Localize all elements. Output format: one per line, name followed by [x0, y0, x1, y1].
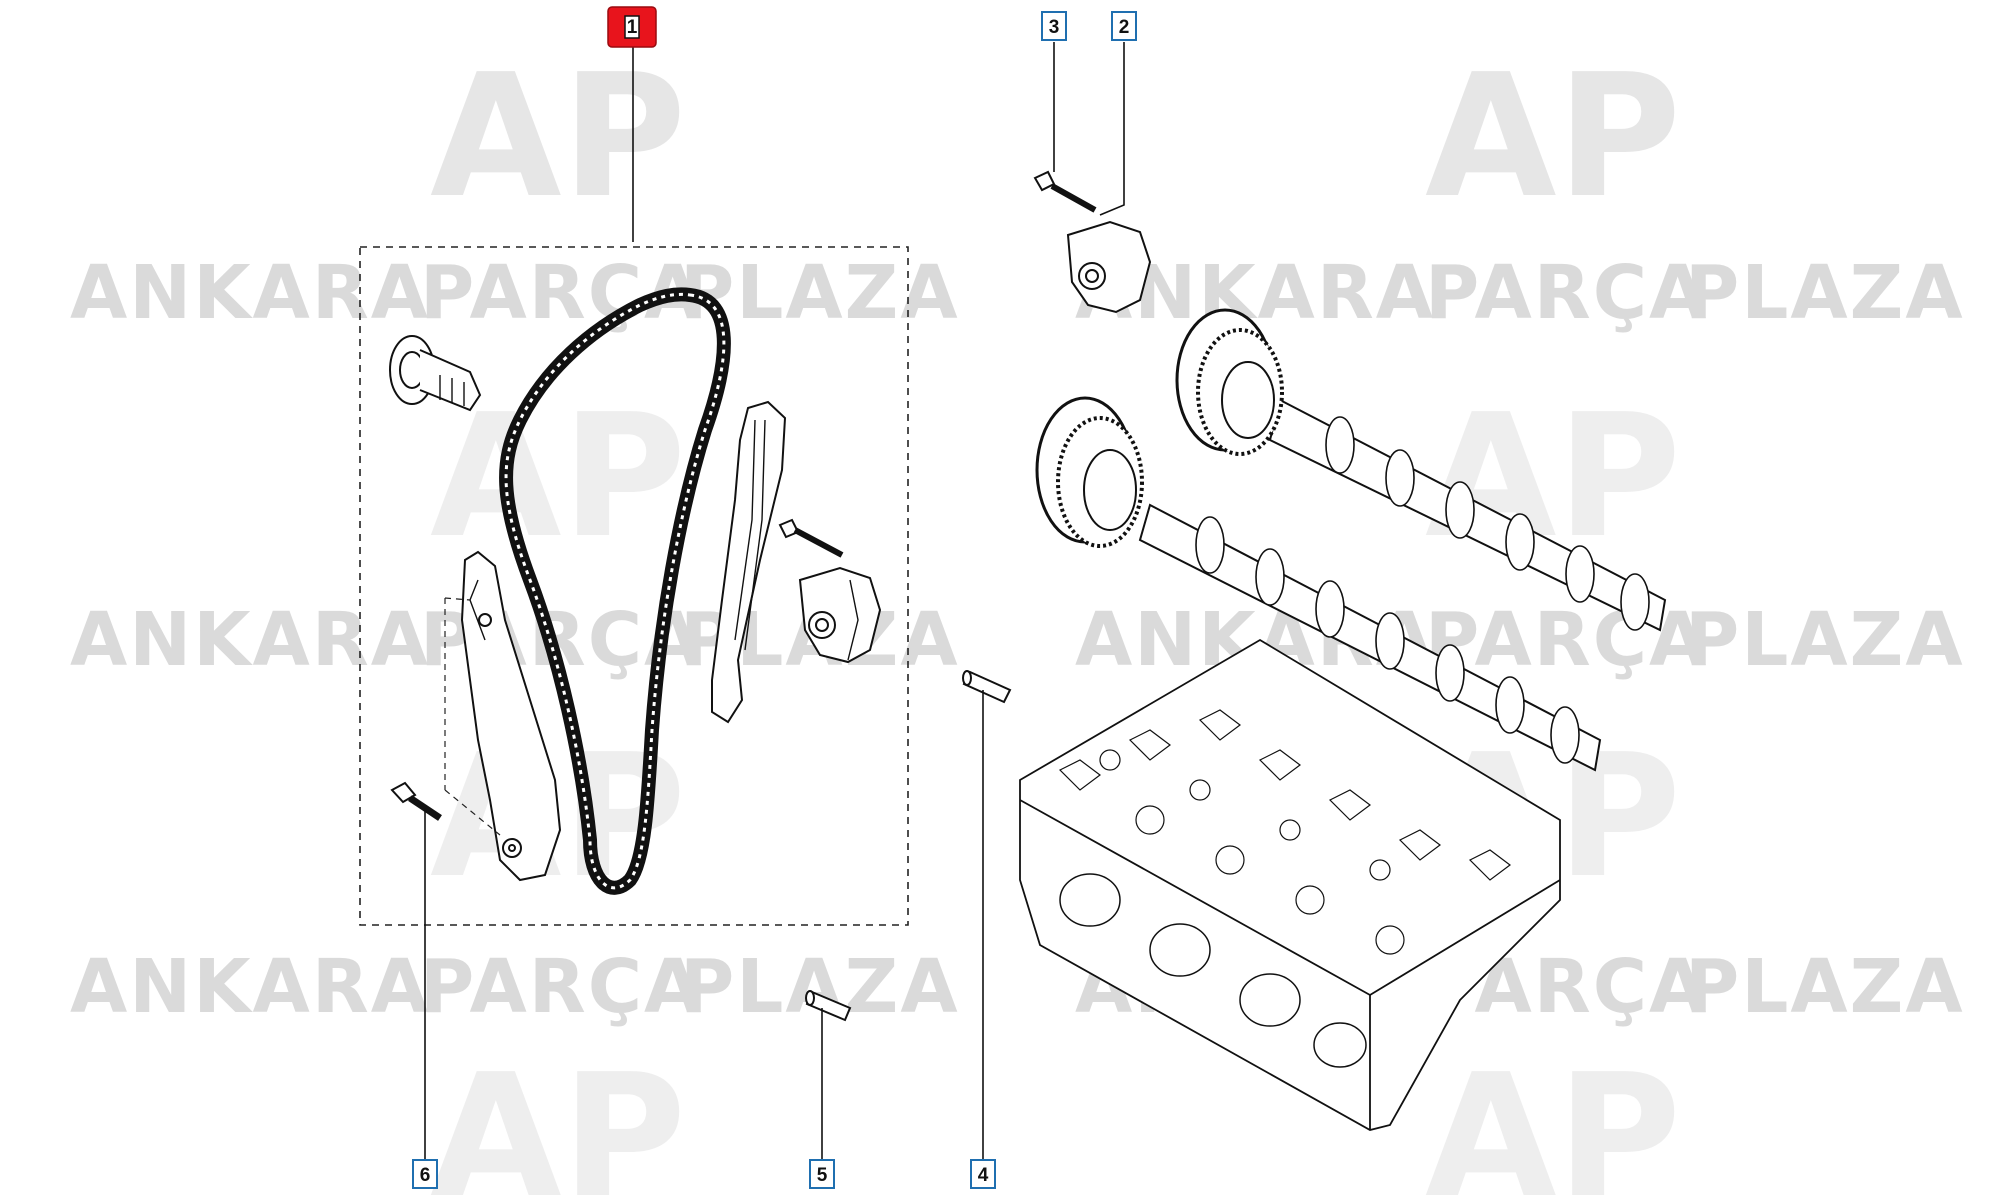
watermark-row: ANKARA PARÇA PLAZA ANKARA PARÇA PLAZA: [70, 597, 1965, 683]
leader-lines: [424, 42, 1125, 1160]
svg-text:PLAZA: PLAZA: [1685, 597, 1965, 683]
timing-chain: [499, 287, 731, 895]
svg-text:AP: AP: [430, 1038, 686, 1200]
svg-text:2: 2: [1119, 17, 1130, 38]
watermark-row: ANKARA PARÇA PLAZA ANKARA PARÇA PLAZA: [70, 250, 1965, 336]
svg-text:AP: AP: [1425, 38, 1681, 236]
svg-text:PLAZA: PLAZA: [1685, 250, 1965, 336]
svg-text:PARÇA: PARÇA: [420, 944, 703, 1030]
camshaft-front: [1035, 396, 1602, 772]
svg-text:ANKARA: ANKARA: [70, 250, 430, 336]
chain-guide-right: [711, 400, 787, 724]
svg-text:1: 1: [627, 17, 638, 38]
svg-text:6: 6: [420, 1165, 431, 1186]
svg-text:AP: AP: [1425, 1038, 1681, 1200]
chain-tensioner: [798, 566, 882, 664]
separate-tensioner-bolt: [1033, 170, 1097, 213]
callout-5[interactable]: 5: [809, 1159, 835, 1189]
watermark: AP AP AP AP AP AP AP AP ANKARA PARÇA PLA…: [70, 38, 1965, 1200]
svg-text:PARÇA: PARÇA: [1425, 250, 1708, 336]
svg-text:PLAZA: PLAZA: [680, 944, 960, 1030]
svg-text:AP: AP: [430, 378, 686, 576]
watermark-row: ANKARA PARÇA PLAZA ANKARA PARÇA PLAZA: [70, 944, 1965, 1030]
svg-text:ANKARA: ANKARA: [70, 944, 430, 1030]
flange-bolt: [389, 335, 482, 412]
svg-text:3: 3: [1049, 17, 1060, 38]
callout-1[interactable]: 1: [607, 6, 657, 48]
watermark-logo: AP: [430, 38, 686, 236]
tensioner-shoe-left: [460, 550, 562, 882]
alignment-line: [444, 597, 501, 836]
callout-4[interactable]: 4: [970, 1159, 996, 1189]
dowel-pin-5: [805, 990, 852, 1022]
callout-3[interactable]: 3: [1041, 11, 1067, 41]
svg-text:5: 5: [817, 1165, 828, 1186]
leader-2: [1099, 42, 1125, 216]
cylinder-head: [1019, 638, 1561, 1131]
watermark-logo: AP: [430, 378, 686, 576]
callout-2[interactable]: 2: [1111, 11, 1137, 41]
separate-tensioner: [1066, 220, 1152, 314]
watermark-logo: AP: [430, 1038, 686, 1200]
tensioner-bolt: [778, 518, 844, 558]
kit-boundary: [359, 246, 909, 926]
callout-6[interactable]: 6: [412, 1159, 438, 1189]
watermark-logo: AP: [1425, 38, 1681, 236]
dowel-pin-4: [962, 670, 1012, 704]
camshaft-rear: [1175, 308, 1667, 632]
svg-text:PLAZA: PLAZA: [1685, 944, 1965, 1030]
svg-text:4: 4: [978, 1165, 989, 1186]
watermark-logo: AP: [1425, 1038, 1681, 1200]
svg-text:ANKARA: ANKARA: [70, 597, 430, 683]
svg-text:AP: AP: [430, 38, 686, 236]
